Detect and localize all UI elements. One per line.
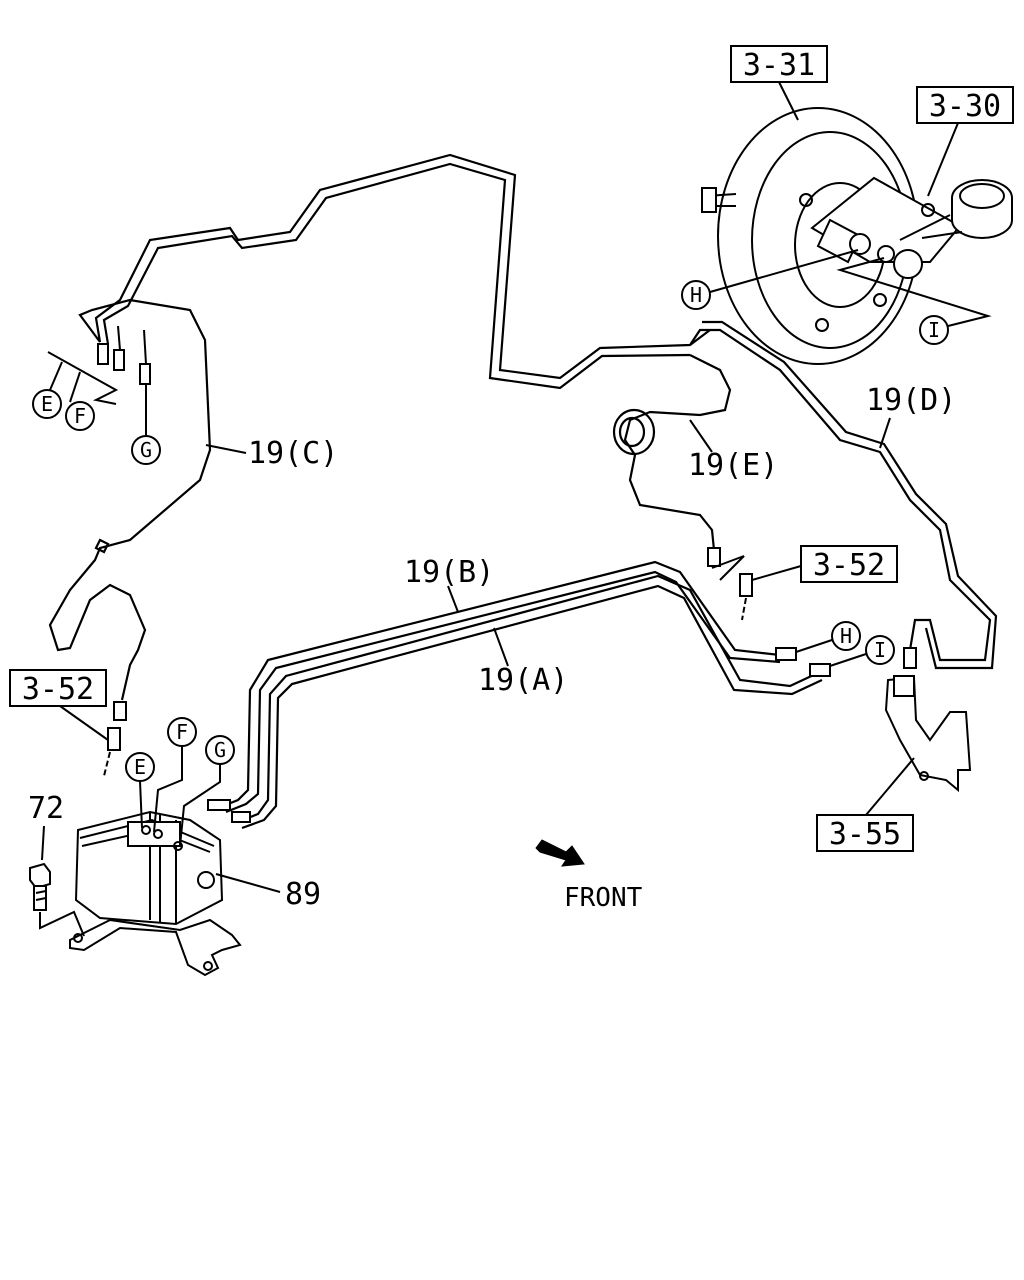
- connector-h-master: H: [681, 249, 859, 310]
- pipe-19e[interactable]: [612, 354, 732, 567]
- connector-f-left: F: [65, 401, 95, 431]
- front-label: FRONT: [564, 883, 643, 913]
- pipe-19a-label: 19(A): [478, 663, 568, 698]
- pipe-19b[interactable]: [217, 560, 781, 814]
- ref-box-hose-left[interactable]: 3-52: [9, 669, 109, 741]
- connector-g-unit-label: G: [214, 738, 226, 762]
- ref-label-hose-left: 3-52: [22, 672, 94, 707]
- connector-g-unit: G: [179, 735, 235, 847]
- label-bolt: 72: [28, 791, 64, 861]
- pipe-19c-label: 19(C): [248, 436, 338, 471]
- pipe-19d[interactable]: [689, 320, 998, 670]
- ref-label-hose-right: 3-52: [813, 548, 885, 583]
- connector-i-master: I: [836, 257, 992, 345]
- connector-i-right-label: I: [874, 638, 886, 662]
- fitting-i-right: I: [809, 635, 895, 677]
- front-direction-indicator: FRONT: [535, 839, 643, 913]
- ref-label-booster: 3-31: [743, 48, 815, 83]
- connector-g-left-label: G: [140, 438, 152, 462]
- connector-e-unit-label: E: [134, 755, 146, 779]
- pipe-label-19c: 19(C): [205, 436, 338, 471]
- hydraulic-unit: [69, 799, 251, 977]
- pipe-label-19e: 19(E): [688, 419, 778, 483]
- pipe-19e-label: 19(E): [688, 448, 778, 483]
- pipe-label-19b: 19(B): [404, 555, 494, 613]
- ref-box-master-cylinder[interactable]: 3-30: [916, 86, 1014, 197]
- master-cylinder: [810, 176, 1013, 279]
- connector-f-unit-label: F: [176, 720, 188, 744]
- pipe-label-19d: 19(D): [866, 383, 956, 449]
- bracket: [884, 675, 972, 793]
- connector-h-right-label: H: [840, 624, 852, 648]
- front-arrow-icon: [535, 839, 585, 867]
- connector-g-left: G: [131, 435, 161, 465]
- ref-box-bracket[interactable]: 3-55: [816, 757, 915, 852]
- connector-f-unit: F: [153, 717, 197, 833]
- connector-e-unit: E: [125, 752, 155, 829]
- pipe-19d-label: 19(D): [866, 383, 956, 418]
- bolt-label: 72: [28, 791, 64, 826]
- hose-right: [711, 555, 753, 621]
- ref-label-master-cylinder: 3-30: [929, 89, 1001, 124]
- fitting-h-right: H: [775, 621, 861, 661]
- hydraulic-unit-label: 89: [285, 877, 321, 912]
- connector-e-left-label: E: [41, 392, 53, 416]
- pipe-19b-label: 19(B): [404, 555, 494, 590]
- connector-f-left-label: F: [74, 404, 86, 428]
- pipe-19a[interactable]: [237, 574, 823, 830]
- connector-i-master-label: I: [928, 318, 940, 342]
- ref-box-booster[interactable]: 3-31: [730, 45, 828, 121]
- pipe-19c[interactable]: [48, 153, 711, 701]
- connector-e-left: E: [32, 389, 62, 419]
- ref-box-hose-right[interactable]: 3-52: [751, 545, 898, 583]
- left-fittings: [47, 325, 151, 436]
- connector-h-master-label: H: [690, 283, 702, 307]
- ref-label-bracket: 3-55: [829, 817, 901, 852]
- label-hydraulic-unit: 89: [215, 873, 321, 912]
- pipe-label-19a: 19(A): [478, 627, 568, 698]
- bolt: [29, 862, 85, 937]
